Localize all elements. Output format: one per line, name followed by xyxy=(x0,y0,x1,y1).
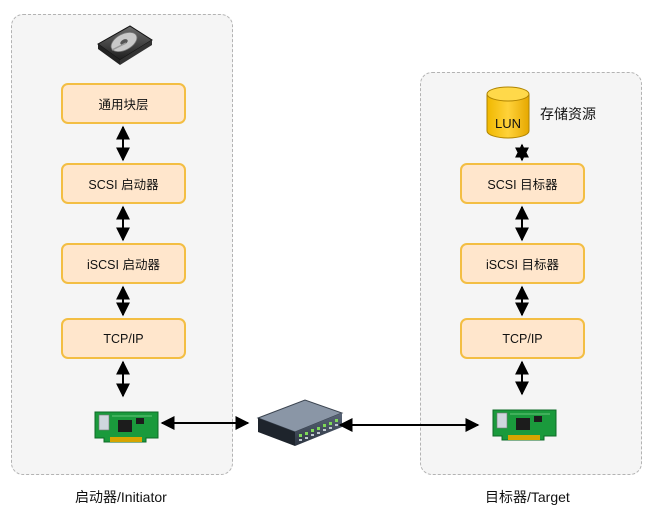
generic-block-layer-label: 通用块层 xyxy=(98,98,149,112)
network-card-icon xyxy=(492,409,557,441)
target-tcpip-box: TCP/IP xyxy=(460,318,585,359)
network-switch-icon xyxy=(256,399,344,446)
target-caption: 目标器/Target xyxy=(485,489,570,505)
storage-resource-caption: 存储资源 xyxy=(540,106,596,122)
generic-block-layer-box: 通用块层 xyxy=(61,83,186,124)
initiator-caption: 启动器/Initiator xyxy=(75,489,167,505)
network-card-icon xyxy=(94,411,159,443)
iscsi-initiator-label: iSCSI 启动器 xyxy=(87,258,160,272)
scsi-target-box: SCSI 目标器 xyxy=(460,163,585,204)
scsi-target-label: SCSI 目标器 xyxy=(487,178,558,192)
iscsi-target-box: iSCSI 目标器 xyxy=(460,243,585,284)
scsi-initiator-label: SCSI 启动器 xyxy=(88,178,159,192)
initiator-tcpip-box: TCP/IP xyxy=(61,318,186,359)
database-cylinder-icon xyxy=(486,86,530,139)
target-tcpip-label: TCP/IP xyxy=(502,331,543,346)
iscsi-target-label: iSCSI 目标器 xyxy=(486,258,559,272)
initiator-tcpip-label: TCP/IP xyxy=(103,331,144,346)
iscsi-initiator-box: iSCSI 启动器 xyxy=(61,243,186,284)
hard-disk-icon xyxy=(97,25,153,65)
lun-label: LUN xyxy=(494,116,521,131)
scsi-initiator-box: SCSI 启动器 xyxy=(61,163,186,204)
